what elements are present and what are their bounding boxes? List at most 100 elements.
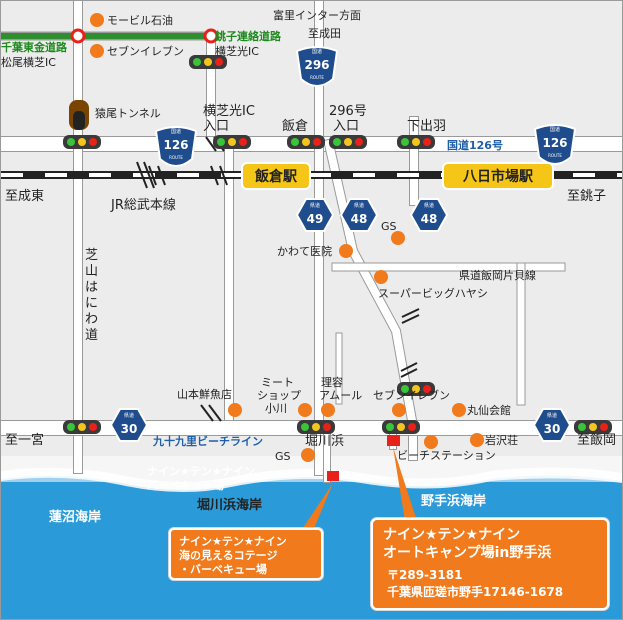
traffic-light-icon <box>63 420 101 434</box>
iigura-station-box <box>241 162 311 190</box>
route-48-sign: 県道 48 <box>339 198 379 232</box>
seven-eleven-top-label: セブンイレブン <box>107 44 184 58</box>
svg-text:県道: 県道 <box>310 202 320 209</box>
traffic-light-icon <box>574 420 612 434</box>
svg-text:芝: 芝 <box>85 247 98 263</box>
national-126-label: 国道126号 <box>447 138 503 152</box>
yamamoto-label: 山本鮮魚店 <box>177 387 232 401</box>
route-49-sign: 県道 49 <box>295 198 335 232</box>
traffic-lights <box>63 55 612 434</box>
svg-text:国道: 国道 <box>550 126 560 133</box>
horikawahama-label: 堀川浜 <box>305 434 344 449</box>
svg-text:国道: 国道 <box>171 128 181 135</box>
meat-shop-label-1: ミート <box>261 376 294 389</box>
callout-pointers <box>301 447 417 531</box>
marusen-label: 丸仙会館 <box>467 403 511 417</box>
yokoshiba-ic-label: 横芝光IC <box>215 44 259 58</box>
svg-text:30: 30 <box>544 422 561 436</box>
traffic-light-icon <box>213 135 251 149</box>
seven-eleven-bottom-label: セブンイレブン <box>373 388 450 402</box>
svg-text:ROUTE: ROUTE <box>548 153 562 158</box>
svg-text:126: 126 <box>163 138 188 152</box>
svg-text:わ: わ <box>85 312 98 327</box>
chiba-toll-label: 千葉東金道路 <box>1 40 68 54</box>
beach-station-label: ビーチステーション <box>397 449 496 462</box>
cottage-callout-line-2: 海の見えるコテージ <box>179 549 278 562</box>
svg-text:県道: 県道 <box>424 202 434 209</box>
traffic-light-icon <box>397 135 435 149</box>
riyo-label-1: 理容 <box>321 375 343 389</box>
route-126-sign: 国道 126 ROUTE <box>154 126 198 167</box>
shibayama-road-label: 芝 山 は に わ 道 <box>85 247 98 343</box>
route-296-sign: 国道 296 ROUTE <box>295 46 339 87</box>
svg-text:ROUTE: ROUTE <box>310 75 324 80</box>
mobil-label: モービル石油 <box>107 13 173 27</box>
svg-text:126: 126 <box>542 136 567 150</box>
super-big-label: スーパービッグハヤシ <box>378 286 488 300</box>
shimodebane-label: 下出羽 <box>407 119 446 134</box>
traffic-light-icon <box>297 420 335 434</box>
interchange-icons <box>70 28 219 44</box>
to-ichinomiya-label: 至一宮 <box>5 432 44 448</box>
gs-top-label: GS <box>381 220 397 233</box>
tunnel-icon <box>69 100 89 130</box>
horikawa-coast-label: 堀川浜海岸 <box>197 497 262 513</box>
iigura-station-label: 飯倉駅 <box>254 168 298 185</box>
to-naruto-label: 至成東 <box>5 188 44 204</box>
svg-text:は: は <box>85 280 98 295</box>
svg-text:48: 48 <box>351 212 368 226</box>
traffic-light-icon <box>397 382 435 396</box>
map-labels: モービル石油 千葉東金道路 松尾横芝IC セブンイレブン 銚子連絡道路 横芝光I… <box>1 8 616 525</box>
svg-text:49: 49 <box>307 212 324 226</box>
svg-text:県道: 県道 <box>124 412 134 419</box>
stations: 飯倉駅 八日市場駅 <box>241 162 554 190</box>
svg-text:296: 296 <box>304 58 329 72</box>
svg-text:48: 48 <box>421 212 438 226</box>
to-iioka-label: 至飯岡 <box>577 433 616 448</box>
traffic-light-icon <box>63 135 101 149</box>
traffic-light-icon <box>189 55 227 69</box>
svg-text:県道: 県道 <box>547 412 557 419</box>
meat-shop-label-2: ショップ <box>257 389 301 402</box>
svg-text:ROUTE: ROUTE <box>169 155 183 160</box>
iwasaso-label: 岩沢荘 <box>485 433 518 447</box>
to-narita-top-label: 至成田 <box>308 27 341 40</box>
camp-callout: ナイン★テン★ナイン オートキャンプ場in野手浜 〒289-3181 千葉県匝瑳… <box>371 518 609 610</box>
traffic-light-icon <box>329 135 367 149</box>
tomisato-label: 富里インター方面 <box>273 8 361 22</box>
cottage-callout-line-3: ・バーベキュー場 <box>179 563 267 576</box>
svg-text:山: 山 <box>85 264 98 279</box>
gs-bottom-label: GS <box>275 450 291 463</box>
riyo-label-2: アムール <box>319 389 362 402</box>
traffic-light-icon <box>382 420 420 434</box>
yokaichiba-station-label: 八日市場駅 <box>462 168 534 185</box>
tunnel-label: 猿尾トンネル <box>95 106 161 120</box>
yokaichiba-station-box <box>442 162 554 190</box>
yokoshiba-entrance-label-2: 入口 <box>203 119 229 134</box>
route-48-sign-east: 県道 48 <box>409 198 449 232</box>
camp-callout-line-1: ナイン★テン★ナイン <box>383 527 521 543</box>
svg-text:道: 道 <box>85 328 98 343</box>
route-30-sign-east: 県道 30 <box>532 408 572 442</box>
nine-bbq-label-2: バーベキュー場 <box>147 478 224 492</box>
to-choshi-label: 至銚子 <box>567 189 606 204</box>
nine-bbq-label-1: ナイン★テン★ナイン <box>147 465 255 478</box>
camp-marker-icon <box>387 435 400 446</box>
meat-shop-label-3: 小川 <box>265 402 287 415</box>
r296-entrance-label-1: 296号 <box>329 104 367 119</box>
poi-dots <box>90 13 484 462</box>
camp-callout-postal: 〒289-3181 <box>387 568 463 582</box>
cottage-marker-icon <box>327 471 339 481</box>
svg-text:に: に <box>85 296 98 311</box>
route-30-sign: 県道 30 <box>109 408 149 442</box>
kujukuri-label: 九十九里ビーチライン <box>152 434 263 448</box>
svg-text:30: 30 <box>121 422 138 436</box>
camp-callout-address: 千葉県匝瑳市野手17146-1678 <box>387 585 564 599</box>
traffic-light-icon <box>287 135 325 149</box>
yokoshiba-entrance-label-1: 横芝光IC <box>203 103 255 119</box>
choshi-road-label: 銚子連絡道路 <box>215 29 282 43</box>
prefectural-road-label: 県道飯岡片貝線 <box>459 268 536 282</box>
r296-entrance-label-2: 入口 <box>333 119 359 134</box>
